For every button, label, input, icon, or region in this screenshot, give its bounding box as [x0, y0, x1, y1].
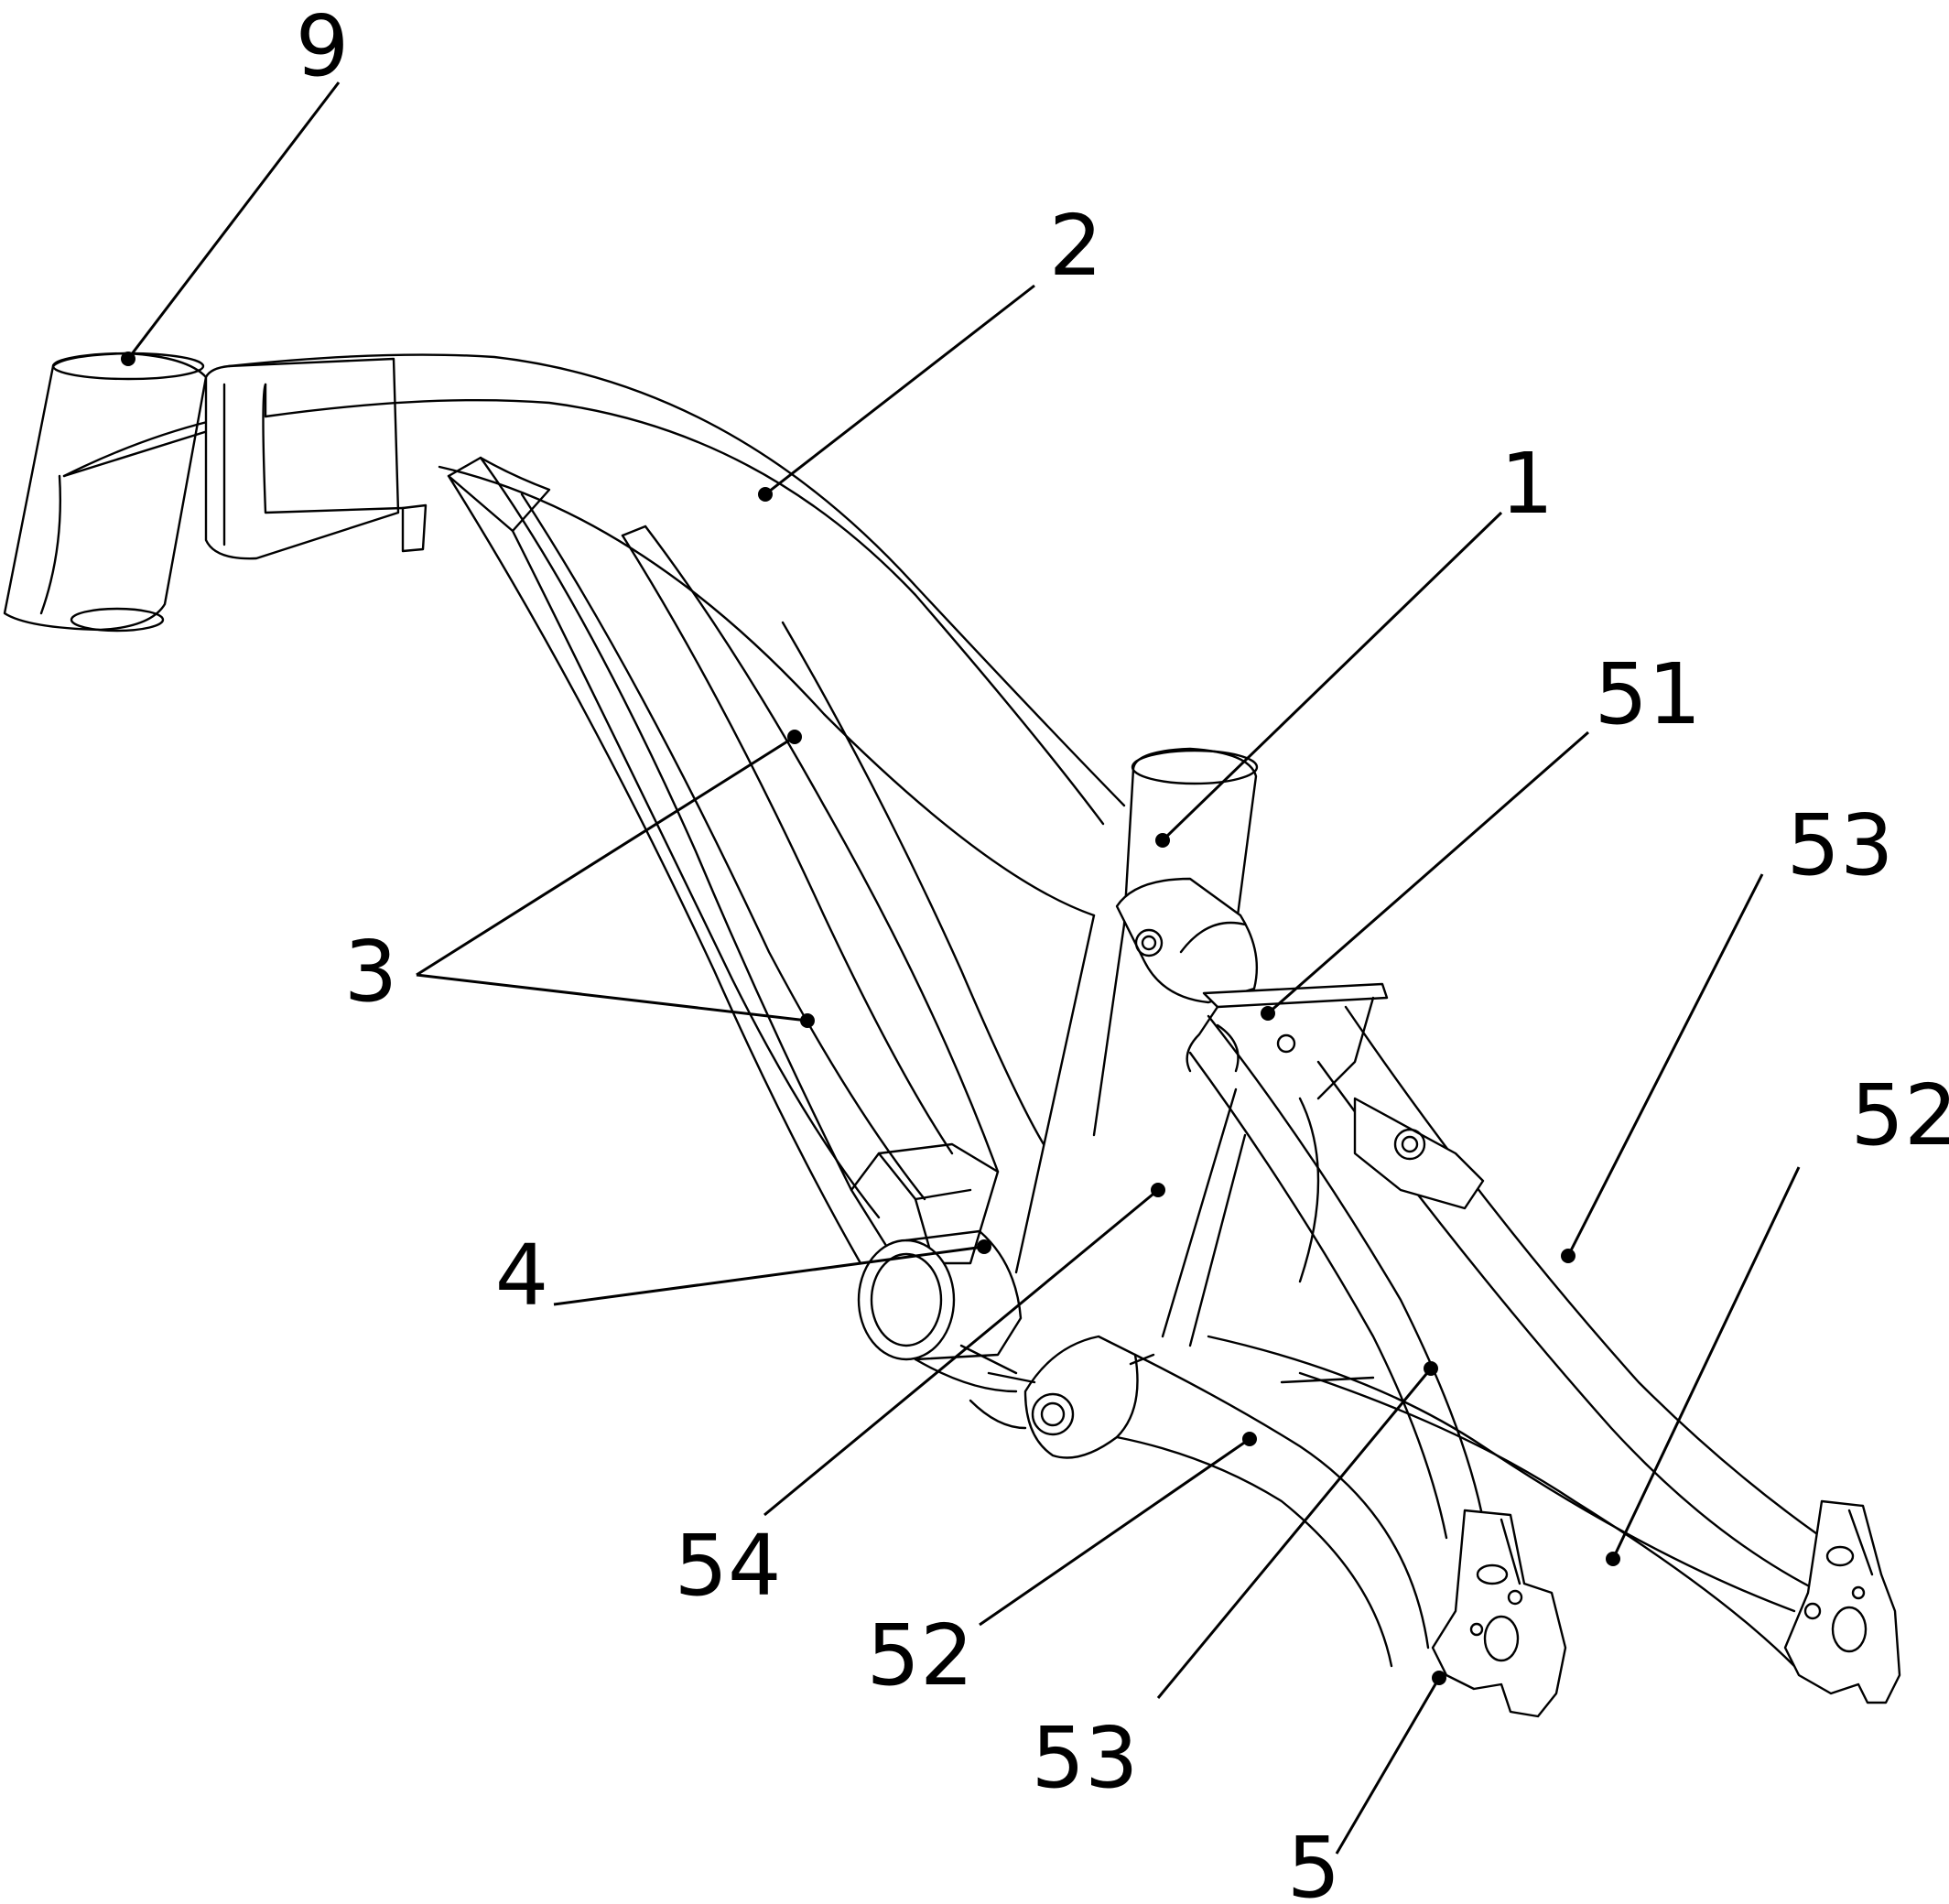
- leader-dot-9: [121, 352, 135, 366]
- label-5: 5: [1287, 1819, 1341, 1904]
- leader-51: [1268, 732, 1588, 1013]
- leader-dot-3-lower: [800, 1013, 815, 1028]
- top-tube-part-2: [206, 355, 1124, 915]
- leader-dot-1: [1155, 833, 1170, 848]
- reference-numerals: 9 2 1 51 53 52 3 4 54 52 53 5: [296, 0, 1949, 1904]
- leader-2: [765, 286, 1034, 494]
- leader-dot-53-lower: [1424, 1361, 1438, 1376]
- label-51: 51: [1594, 645, 1701, 743]
- leader-53-lower: [1158, 1368, 1431, 1698]
- link-plate-part-51: [1187, 984, 1387, 1098]
- leader-3-lower: [417, 975, 807, 1021]
- leader-dot-52-right: [1606, 1552, 1620, 1566]
- label-53-upper: 53: [1786, 796, 1893, 894]
- label-2: 2: [1049, 197, 1103, 295]
- label-54: 54: [674, 1517, 781, 1615]
- leader-dot-51: [1261, 1006, 1275, 1021]
- leader-1: [1163, 513, 1501, 840]
- bottom-bracket-part-4: [859, 1231, 1021, 1391]
- label-53-lower: 53: [1031, 1709, 1138, 1807]
- leader-dot-54: [1151, 1183, 1165, 1197]
- dropouts-part-5: [1433, 1501, 1900, 1716]
- label-52-right: 52: [1850, 1066, 1949, 1164]
- leader-5: [1337, 1678, 1439, 1854]
- leader-dot-53-upper: [1561, 1249, 1575, 1263]
- leader-9: [128, 82, 339, 359]
- leader-dot-3-upper: [787, 730, 802, 744]
- leader-52-lower: [980, 1439, 1250, 1625]
- seat-tube-part-1: [1016, 749, 1257, 1272]
- down-tubes-part-3: [449, 458, 1044, 1263]
- leader-53-upper: [1568, 874, 1762, 1256]
- head-tube-part-9: [5, 353, 211, 631]
- leader-dot-5: [1432, 1671, 1446, 1685]
- leader-dot-52-lower: [1242, 1432, 1257, 1446]
- label-1: 1: [1500, 435, 1554, 533]
- leader-dot-2: [758, 487, 773, 502]
- leader-3-upper: [417, 737, 795, 975]
- seat-stays-part-53: [1163, 1007, 1849, 1593]
- leader-dot-4: [977, 1239, 991, 1254]
- label-4: 4: [495, 1227, 549, 1325]
- label-9: 9: [296, 0, 350, 95]
- label-3: 3: [344, 923, 398, 1021]
- label-52-lower: 52: [866, 1606, 973, 1704]
